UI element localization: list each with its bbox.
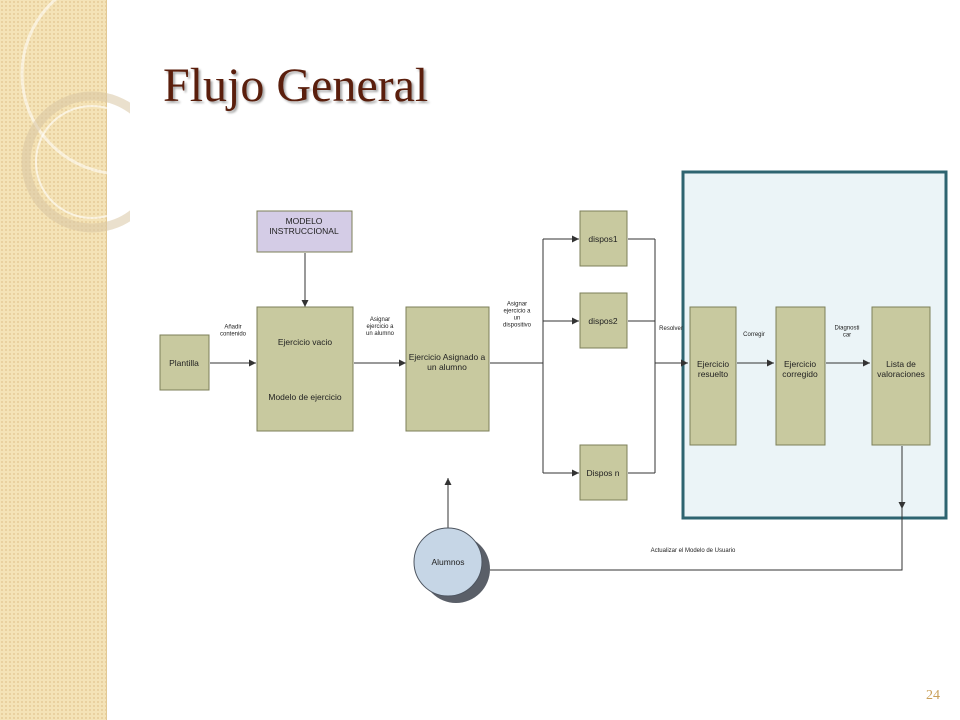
node-dispos1: dispos1 xyxy=(579,210,628,267)
decorative-rings xyxy=(20,0,130,233)
edge-resolver-label: Resolver xyxy=(659,326,683,332)
node-disposn-label: Dispos n xyxy=(586,468,619,478)
slide-title: Flujo General xyxy=(163,59,429,112)
node-disposn: Dispos n xyxy=(579,444,628,501)
node-alumnos-label: Alumnos xyxy=(431,557,464,567)
node-dispos2: dispos2 xyxy=(579,292,628,349)
edge-actualizar-label: Actualizar el Modelo de Usuario xyxy=(651,548,736,554)
node-ejercicio-vacio-label: Ejercicio vacio xyxy=(278,337,333,347)
node-plantilla: Plantilla xyxy=(159,334,210,391)
slide-number: 24 xyxy=(926,688,940,703)
node-modelo-ejercicio-label: Modelo de ejercicio xyxy=(268,392,342,402)
node-dispos2-label: dispos2 xyxy=(588,316,618,326)
edge-corregir-label: Corregir xyxy=(743,332,765,338)
node-dispos1-label: dispos1 xyxy=(588,234,618,244)
connectors xyxy=(210,235,906,571)
node-plantilla-label: Plantilla xyxy=(169,358,199,368)
node-alumnos: Alumnos xyxy=(413,527,490,603)
node-ejercicio-vacio: Ejercicio vacio Modelo de ejercicio xyxy=(256,306,354,432)
